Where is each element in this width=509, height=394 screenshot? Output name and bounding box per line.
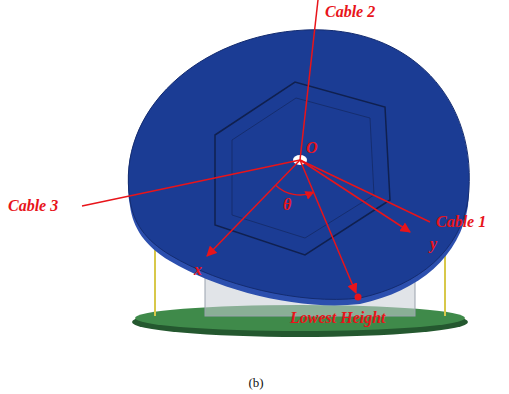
cable-post: [154, 245, 156, 316]
lowest-point-dot: [355, 294, 362, 301]
moving-platform: [128, 30, 469, 300]
lowest-point-arrow: [300, 160, 356, 293]
angle-label: θ: [283, 197, 291, 213]
angle-arc: [276, 185, 314, 195]
axis-label: x: [194, 262, 202, 278]
cable-label: Cable 1: [436, 214, 486, 230]
y-axis-arrow: [300, 160, 410, 232]
hexagon-outline: [215, 82, 390, 255]
origin-label: O: [306, 140, 318, 156]
cable-line: [300, 0, 318, 160]
point-label: Lowest Height: [290, 310, 386, 326]
cable-line: [300, 160, 430, 222]
cable-label: Cable 2: [325, 4, 375, 20]
x-axis-arrow: [207, 160, 300, 256]
axis-label: y: [430, 236, 437, 252]
cable-label: Cable 3: [8, 198, 58, 214]
cable-line: [82, 160, 300, 206]
subfigure-caption: (b): [248, 376, 263, 389]
